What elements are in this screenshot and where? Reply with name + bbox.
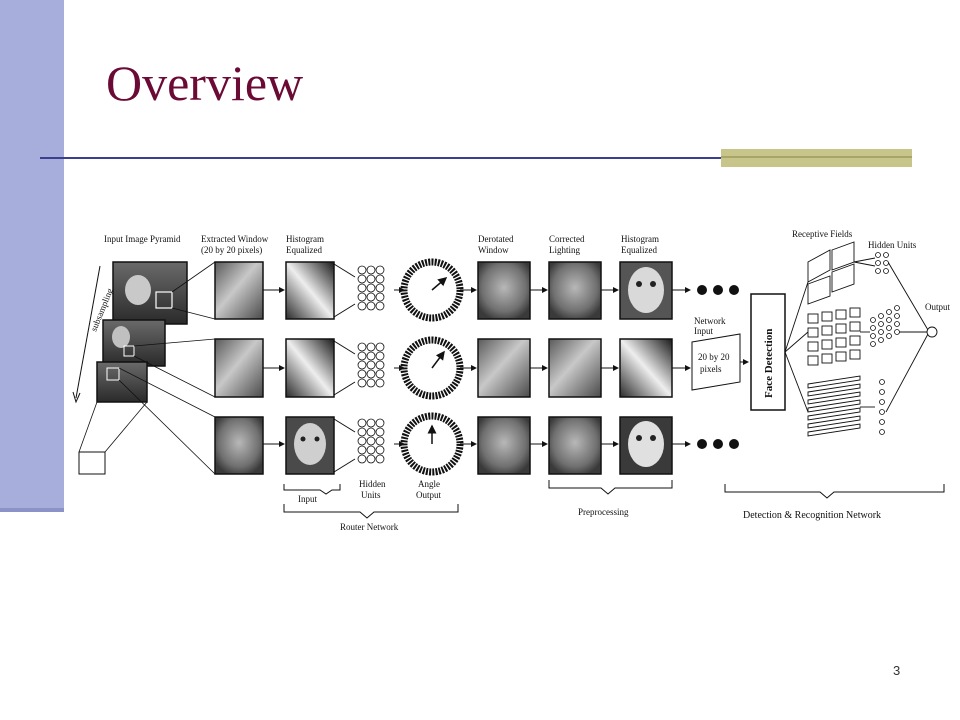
detection-hidden-nodes [870,252,900,435]
network-input-box [691,333,741,391]
slide-title: Overview [106,55,304,111]
label-extracted-2: (20 by 20 pixels) [201,245,262,255]
brace-router [283,504,459,519]
detection-network [784,241,938,437]
label-hist2-1: Histogram [621,234,659,244]
row-1 [214,258,739,322]
label-extracted-1: Extracted Window [201,234,269,244]
label-box-2: pixels [700,364,722,374]
label-derotated-2: Window [478,245,509,255]
label-network-input-2: Input [694,326,713,336]
label-network-input-1: Network [694,316,726,326]
label-hist-2: Equalized [286,245,322,255]
label-derotated-1: Derotated [478,234,514,244]
brace-preprocessing [548,480,673,495]
label-hist-1: Histogram [286,234,324,244]
face-detection-box [750,293,786,411]
label-output: Output [925,302,950,312]
row-3 [214,412,739,476]
label-corrected-1: Corrected [549,234,585,244]
title-underline-accent [721,149,912,167]
sidebar-accent-bar [0,0,64,512]
page-number: 3 [893,663,901,678]
label-face-detection: Face Detection [763,329,775,398]
image-pyramid [78,261,188,475]
subsampling-arrow-head [72,391,81,404]
label-receptive-fields: Receptive Fields [792,229,853,239]
label-router-network: Router Network [340,522,399,532]
label-box-1: 20 by 20 [698,352,730,362]
label-corrected-2: Lighting [549,245,580,255]
label-hidden-1: Hidden [359,479,386,489]
label-preprocessing: Preprocessing [578,507,629,517]
title-underline [40,157,912,159]
label-hidden-units-top: Hidden Units [868,240,917,250]
brace-detection [724,484,945,499]
label-hidden-2: Units [361,490,381,500]
pyramid-window-connectors [118,261,216,475]
subsampling-arrow [75,265,101,399]
face-detection-pipeline-diagram: Input Image Pyramid Extracted Window (20… [72,229,950,532]
label-angle-1: Angle [418,479,440,489]
router-node-clusters [357,265,385,464]
label-hist2-2: Equalized [621,245,657,255]
label-angle-2: Output [416,490,442,500]
row-2 [214,336,691,400]
label-detection-network: Detection & Recognition Network [743,510,881,521]
label-input-pyramid: Input Image Pyramid [104,234,181,244]
label-input: Input [298,494,317,504]
brace-input [283,484,341,495]
